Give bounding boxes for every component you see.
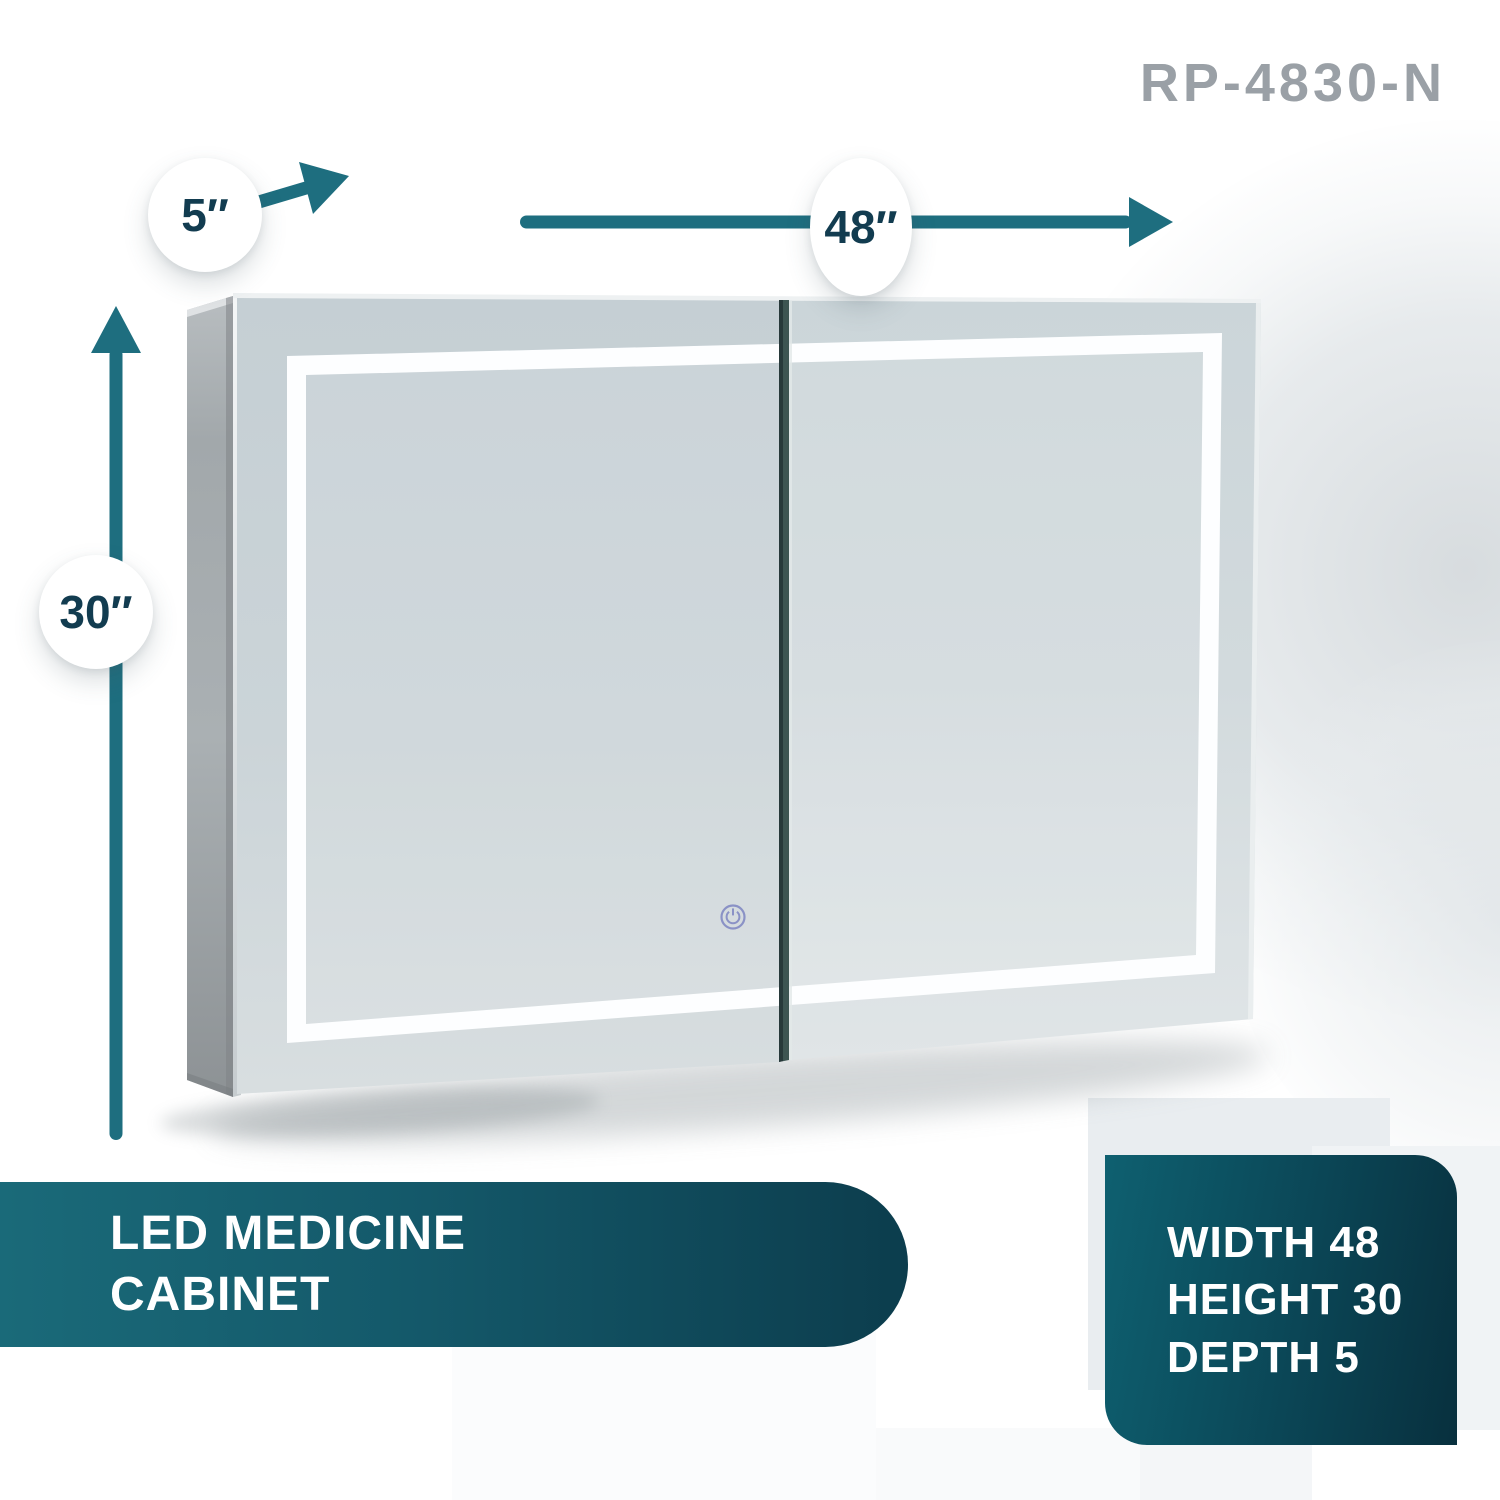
mirror-inner-panel bbox=[306, 352, 1203, 1024]
door-seam bbox=[779, 300, 792, 1062]
title-line-1: LED MEDICINE bbox=[110, 1207, 467, 1261]
spec-width: WIDTH 48 bbox=[1167, 1218, 1381, 1268]
depth-badge-label: 5″ bbox=[181, 189, 229, 241]
width-badge-label: 48″ bbox=[824, 201, 898, 253]
height-badge-label: 30″ bbox=[59, 586, 133, 638]
cabinet-side-panel bbox=[187, 296, 233, 1097]
cabinet-top-edge bbox=[233, 293, 1261, 303]
title-line-2: CABINET bbox=[110, 1267, 331, 1321]
cabinet-right-bevel bbox=[1248, 303, 1261, 1019]
width-badge: 48″ bbox=[810, 158, 912, 296]
cabinet-right-door bbox=[789, 300, 1261, 1060]
spec-depth: DEPTH 5 bbox=[1167, 1332, 1360, 1382]
title-banner: LED MEDICINE CABINET bbox=[0, 1182, 908, 1347]
height-badge: 30″ bbox=[39, 555, 153, 669]
power-touch-icon bbox=[720, 904, 746, 930]
led-light-frame bbox=[287, 333, 1222, 1043]
cabinet-shadow bbox=[160, 1040, 1269, 1144]
spec-box: WIDTH 48 HEIGHT 30 DEPTH 5 bbox=[1105, 1155, 1457, 1445]
height-arrow bbox=[91, 306, 141, 1140]
cabinet-left-door bbox=[237, 297, 779, 1094]
depth-badge: 5″ bbox=[148, 158, 262, 272]
spec-height: HEIGHT 30 bbox=[1167, 1275, 1404, 1325]
product-code: RP-4830-N bbox=[1139, 53, 1446, 113]
background-tile bbox=[872, 1428, 1140, 1500]
